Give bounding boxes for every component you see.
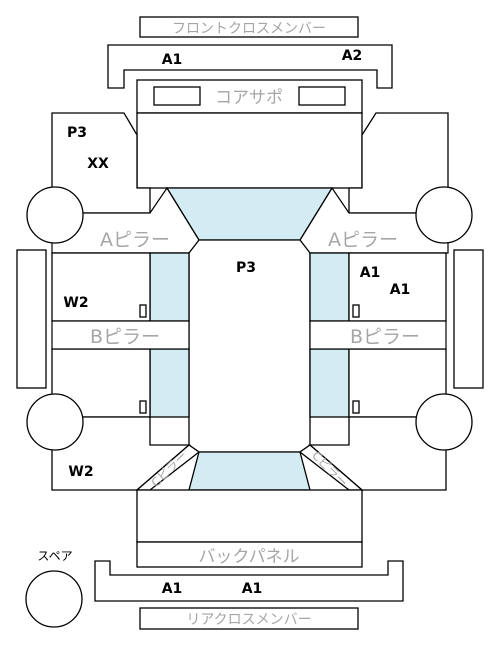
core-support-left-slot <box>153 86 201 106</box>
front-cross-member-label: フロントクロスメンバー <box>172 21 326 37</box>
front-left-side-window <box>149 252 190 322</box>
trunk-lid[interactable] <box>136 489 363 543</box>
front-right-tire[interactable] <box>415 186 473 244</box>
front-left-fender-mark-top: P3 <box>67 125 87 141</box>
rear-member-mark-left: A1 <box>162 581 183 597</box>
front-member-mark-left: A1 <box>162 52 183 68</box>
rear-cross-member-label: リアクロスメンバー <box>186 612 311 628</box>
roof-mark: P3 <box>236 260 256 276</box>
core-support-right-slot <box>298 86 346 106</box>
rear-left-door-handle <box>139 400 147 414</box>
rear-left-tire[interactable] <box>26 393 84 451</box>
right-rocker-panel[interactable] <box>453 249 484 389</box>
rear-window-glass <box>188 451 311 491</box>
rear-left-side-window <box>149 348 190 418</box>
core-support-label: コアサポ <box>215 88 283 108</box>
spare-tire[interactable] <box>25 570 83 628</box>
back-panel-label: バックパネル <box>198 547 299 567</box>
front-left-tire[interactable] <box>26 186 84 244</box>
b-pillar-left-label: Bピラー <box>90 326 160 348</box>
rear-left-quarter-mark: W2 <box>68 464 93 480</box>
hood-panel[interactable] <box>136 112 363 189</box>
b-pillar-right[interactable] <box>309 320 447 350</box>
front-right-door[interactable] <box>348 252 447 322</box>
front-bumper-member[interactable] <box>107 44 393 89</box>
rear-right-door-handle <box>352 400 360 414</box>
left-rocker-panel[interactable] <box>16 249 47 389</box>
rear-right-tire[interactable] <box>415 393 473 451</box>
front-right-side-window <box>309 252 350 322</box>
front-left-fender-mark-bottom: XX <box>87 156 109 172</box>
rear-right-side-window <box>309 348 350 418</box>
back-panel-box[interactable] <box>136 541 363 568</box>
b-pillar-left[interactable] <box>51 320 190 350</box>
front-right-door-mark-1: A1 <box>360 265 381 281</box>
rear-bumper-member[interactable] <box>94 560 404 602</box>
rear-cross-member-box[interactable] <box>139 607 359 630</box>
spare-tire-label: スペア <box>37 549 72 563</box>
a-pillar-right-label: Aピラー <box>328 229 398 251</box>
b-pillar-right-label: Bピラー <box>350 326 420 348</box>
front-member-mark-right: A2 <box>342 48 363 64</box>
front-right-door-handle <box>352 304 360 318</box>
rear-member-mark-right: A1 <box>242 581 263 597</box>
a-pillar-left-label: Aピラー <box>100 229 170 251</box>
front-left-door-handle <box>139 304 147 318</box>
front-cross-member-box[interactable] <box>139 16 359 38</box>
rear-right-door[interactable] <box>348 348 447 418</box>
front-right-door-mark-2: A1 <box>390 282 411 298</box>
front-left-door-mark: W2 <box>63 295 88 311</box>
